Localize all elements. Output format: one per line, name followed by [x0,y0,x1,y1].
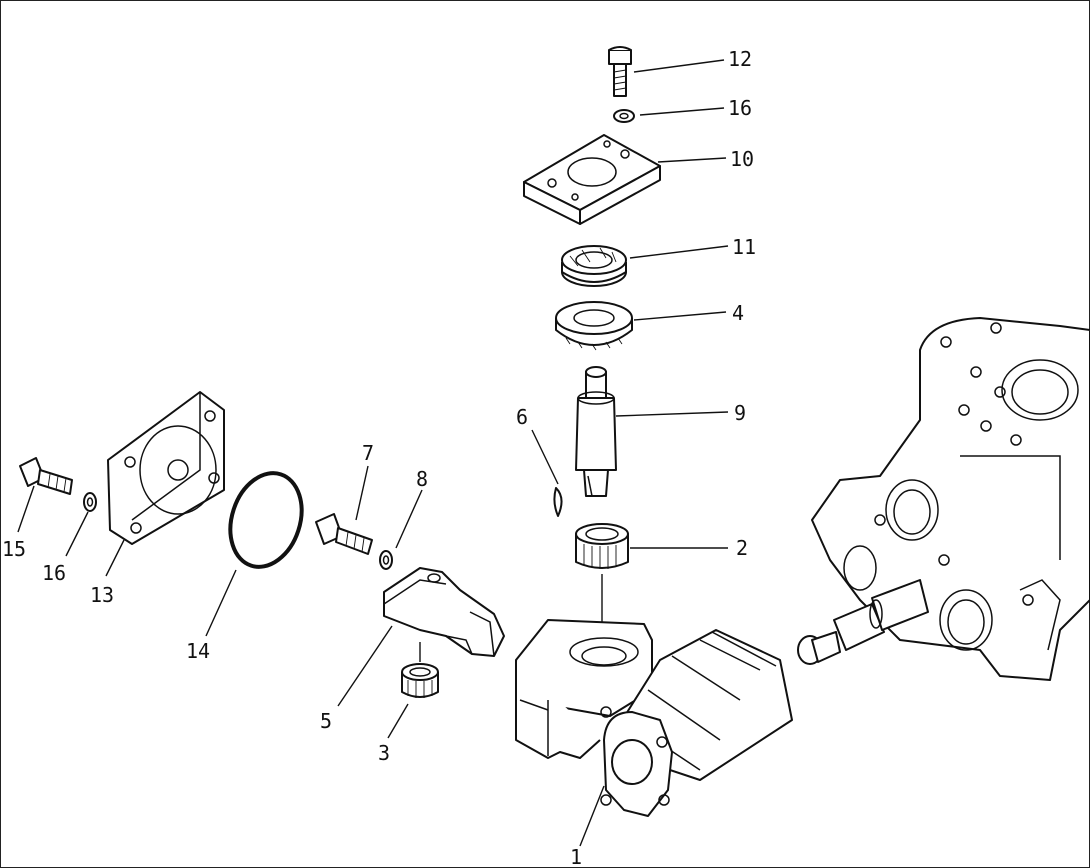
part-11-seal [561,245,627,287]
leader-lines [17,59,729,847]
part-14-o-ring [228,471,304,569]
callout-10: 10 [730,147,754,171]
part-16-washer-left [83,492,97,512]
part-16-washer-top [613,109,635,123]
part-1-pump-body [515,619,793,817]
callout-8: 8 [416,467,428,491]
callout-13: 13 [90,583,114,607]
callout-14: 14 [186,639,210,663]
control-valve-block [811,317,1090,681]
part-2-needle-bearing [575,523,629,569]
part-13-cover [107,391,225,545]
callout-11: 11 [732,235,756,259]
callout-12: 12 [728,47,752,71]
callout-15: 15 [2,537,26,561]
callout-16-top: 16 [728,96,752,120]
part-9-shaft [575,366,617,497]
part-5-lever [383,567,505,657]
callout-labels: 12 16 10 11 4 9 6 2 1 3 5 7 8 14 13 16 1… [2,47,756,868]
part-4-bearing [555,301,633,351]
part-15-bolt [19,457,73,495]
callout-2: 2 [736,536,748,560]
part-10-plate [523,134,661,225]
callout-5: 5 [320,709,332,733]
callout-16-left: 16 [42,561,66,585]
valve-spool [797,579,929,665]
callout-6: 6 [516,405,528,429]
callout-1: 1 [570,845,582,868]
callout-9: 9 [734,401,746,425]
callout-3: 3 [378,741,390,765]
part-3-needle-bearing [401,642,439,698]
callout-7: 7 [362,441,374,465]
part-7-bolt [315,513,373,555]
part-6-key [553,487,563,517]
callout-4: 4 [732,301,744,325]
part-12-bolt [608,46,632,97]
part-8-washer [379,550,393,570]
